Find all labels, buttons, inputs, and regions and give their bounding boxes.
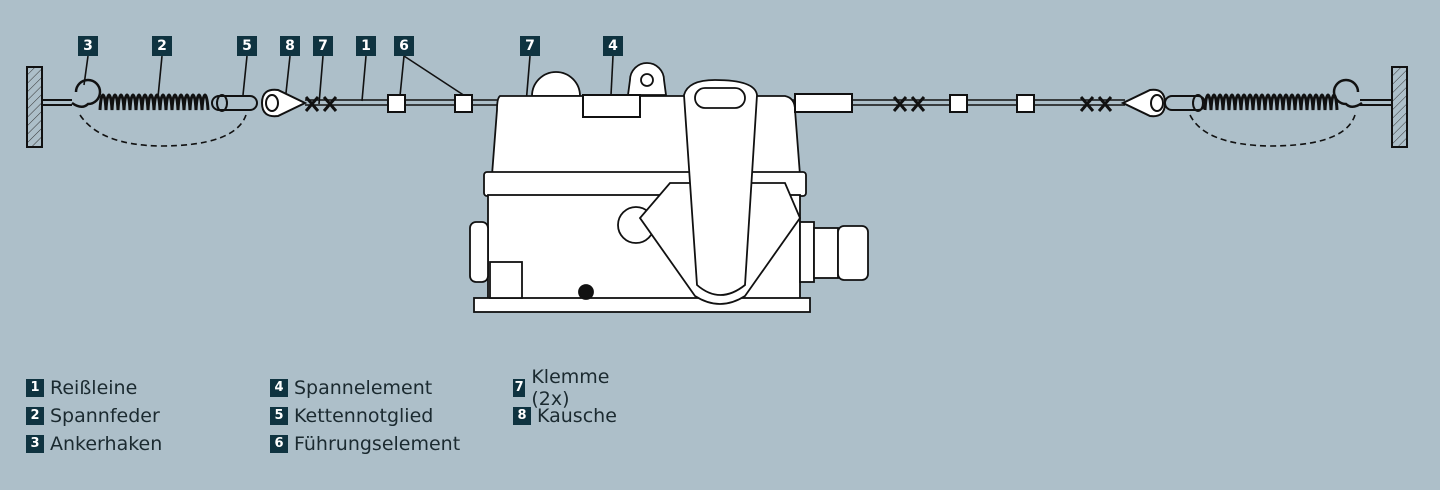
legend-badge: 2: [26, 407, 44, 425]
callout-badge-1: 1: [356, 36, 376, 56]
legend-item: 3 Ankerhaken: [26, 431, 162, 457]
guide-element: [454, 94, 473, 113]
callout-badge-6: 6: [394, 36, 414, 56]
legend-label: Kausche: [537, 405, 617, 427]
guide-element: [1016, 94, 1035, 113]
callout-badge-7: 7: [520, 36, 540, 56]
left-slack-dashed: [79, 114, 247, 147]
clamp-x-mark: [910, 96, 926, 112]
callout-badge-8: 8: [280, 36, 300, 56]
wire-sleeve: [794, 93, 853, 113]
right-thimble: [1120, 88, 1167, 118]
clamp-x-mark: [1079, 96, 1095, 112]
callout-badge-7: 7: [313, 36, 333, 56]
legend-label: Spannfeder: [50, 405, 160, 427]
tension-element: [582, 94, 641, 118]
legend-item: 7 Klemme (2x): [513, 366, 615, 410]
legend-badge: 1: [26, 379, 44, 397]
legend-item: 5 Kettennotglied: [270, 403, 433, 429]
spring-coils: [1203, 93, 1339, 111]
right-chain-link: [1164, 94, 1206, 112]
left-tension-spring: [98, 93, 210, 111]
legend-item: 6 Führungselement: [270, 431, 460, 457]
legend-label: Reißleine: [50, 377, 138, 399]
dome: [531, 71, 581, 97]
legend-item: 8 Kausche: [513, 403, 617, 429]
legend-label: Führungselement: [294, 433, 461, 455]
legend-badge: 6: [270, 435, 288, 453]
legend-label: Kettennotglied: [294, 405, 434, 427]
legend-item: 2 Spannfeder: [26, 403, 160, 429]
left-thimble: [260, 88, 308, 118]
legend-label: Ankerhaken: [50, 433, 163, 455]
guide-element: [949, 94, 968, 113]
legend-item: 4 Spannelement: [270, 375, 432, 401]
switch-housing: [469, 62, 869, 313]
left-anchor-hook: [71, 78, 102, 108]
clamp-x-mark: [322, 96, 338, 112]
right-slack-dashed: [1189, 114, 1356, 147]
legend-badge: 3: [26, 435, 44, 453]
spring-coils: [98, 93, 210, 111]
legend-badge: 5: [270, 407, 288, 425]
right-tension-spring: [1203, 93, 1339, 111]
legend-badge: 7: [513, 379, 526, 397]
legend-badge: 8: [513, 407, 531, 425]
legend-item: 1 Reißleine: [26, 375, 137, 401]
right-wall-anchor: [1391, 66, 1408, 148]
legend-label: Klemme (2x): [531, 366, 610, 410]
left-wall-anchor: [26, 66, 43, 148]
legend-badge: 4: [270, 379, 288, 397]
cable-gland: [799, 221, 869, 283]
left-chain-link: [211, 94, 258, 112]
leader-lines: [83, 55, 614, 105]
clamp-x-mark: [1097, 96, 1113, 112]
guide-element: [387, 94, 406, 113]
clamp-x-mark: [892, 96, 908, 112]
release-lever: [683, 79, 758, 296]
callout-badge-2: 2: [152, 36, 172, 56]
right-anchor-hook: [1332, 78, 1363, 108]
callout-badge-3: 3: [78, 36, 98, 56]
legend-label: Spannelement: [294, 377, 433, 399]
callout-badge-5: 5: [237, 36, 257, 56]
callout-badge-4: 4: [603, 36, 623, 56]
clamp-x-mark: [304, 96, 320, 112]
